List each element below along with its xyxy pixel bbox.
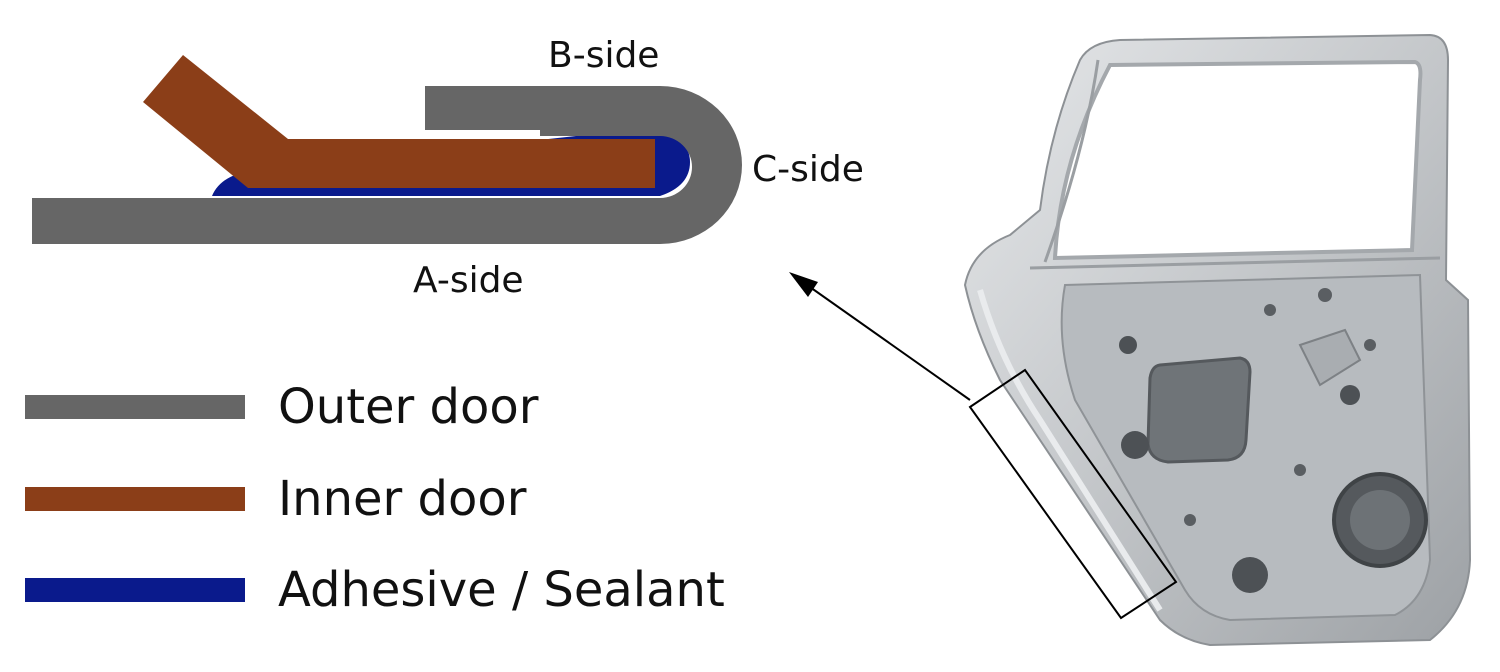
legend-label-inner: Inner door xyxy=(278,471,527,527)
door-window-frame xyxy=(1043,59,1100,263)
outer-door-panel xyxy=(32,86,742,244)
door-hole xyxy=(1264,304,1276,316)
legend: Outer door Inner door Adhesive / Sealant xyxy=(25,379,725,618)
door-access-opening xyxy=(1146,356,1252,464)
door-hole xyxy=(1119,336,1137,354)
hem-detail-box xyxy=(968,368,1178,620)
door-hole xyxy=(1294,464,1306,476)
legend-swatch-inner xyxy=(25,487,245,511)
legend-label-outer: Outer door xyxy=(278,379,539,435)
a-side-label: A-side xyxy=(413,260,524,301)
door-hole xyxy=(1340,385,1360,405)
c-side-label: C-side xyxy=(752,149,864,190)
b-side-label: B-side xyxy=(548,35,659,76)
door-latch-bracket xyxy=(1298,328,1362,387)
detail-arrow-head xyxy=(789,272,818,297)
door-window-opening xyxy=(1052,59,1423,261)
door-hole xyxy=(1121,431,1149,459)
hem-cross-section xyxy=(32,55,742,244)
door-speaker-ring xyxy=(1350,490,1410,550)
car-door-illustration xyxy=(963,33,1472,647)
legend-swatch-outer xyxy=(25,395,245,419)
door-hole xyxy=(1184,514,1196,526)
inner-door-panel xyxy=(143,55,655,188)
door-hole xyxy=(1318,288,1332,302)
door-belt-line xyxy=(1029,256,1441,270)
legend-swatch-adhesive xyxy=(25,578,245,602)
door-hole xyxy=(1364,339,1376,351)
door-hole xyxy=(1232,557,1268,593)
legend-label-adhesive: Adhesive / Sealant xyxy=(278,562,725,618)
door-edge-highlight xyxy=(977,289,1163,612)
detail-arrow xyxy=(799,279,971,401)
